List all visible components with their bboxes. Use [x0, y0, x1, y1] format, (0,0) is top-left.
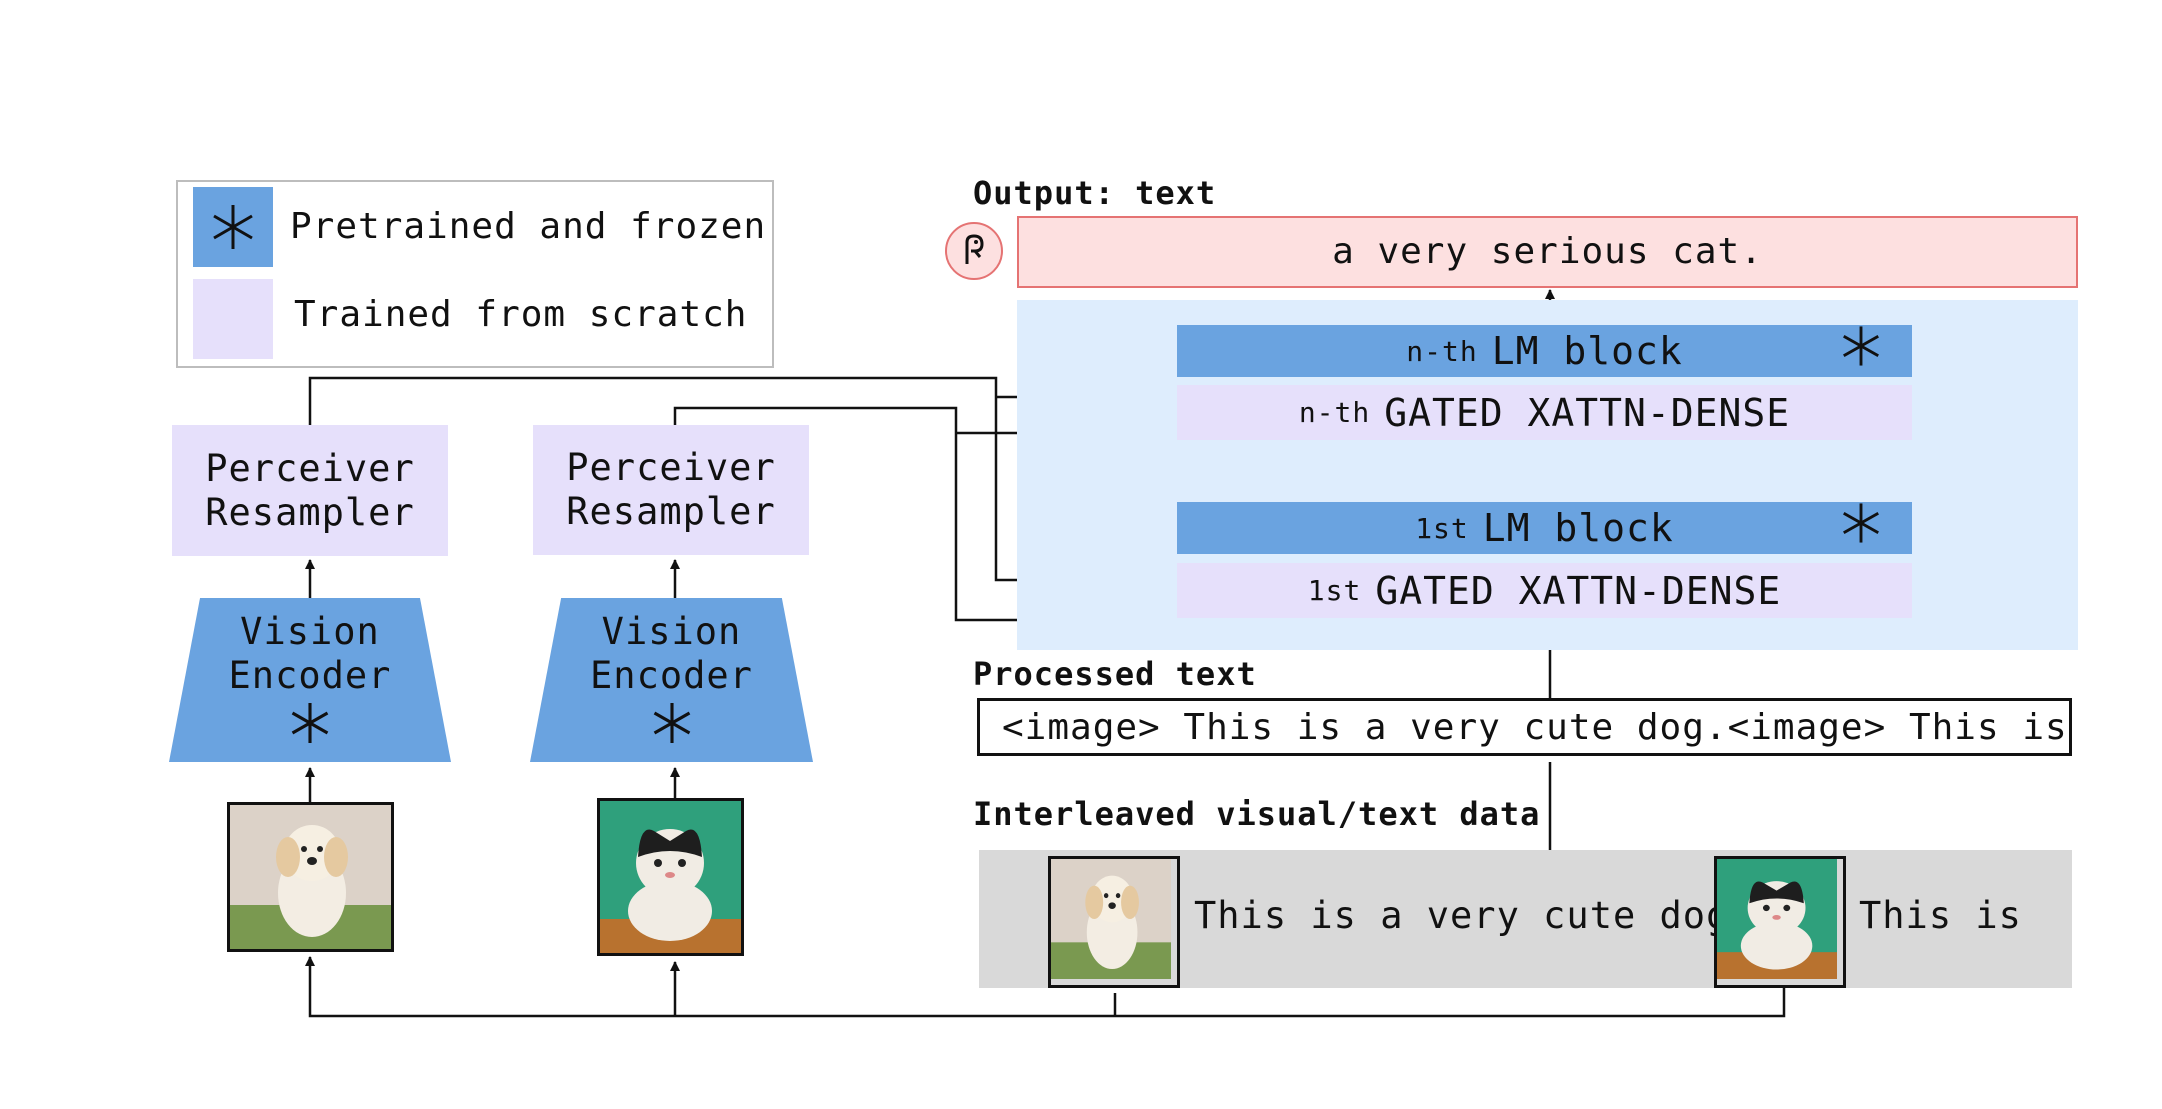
- legend: Pretrained and frozen Trained from scrat…: [176, 180, 774, 368]
- vision-encoder-1-label: Vision Encoder: [228, 610, 392, 697]
- cat-photo: [1714, 856, 1846, 988]
- first-xattn-block: 1st GATED XATTN-DENSE: [1177, 563, 1912, 618]
- processed-text-box: <image> This is a very cute dog.<image> …: [977, 698, 2072, 756]
- first-lm-block: 1st LM block: [1177, 502, 1912, 554]
- snowflake-icon: [213, 205, 253, 249]
- cat-photo: [597, 798, 744, 956]
- perceiver-resampler-1: Perceiver Resampler: [172, 425, 448, 556]
- legend-label-frozen: Pretrained and frozen: [290, 206, 767, 247]
- dog-photo: [227, 802, 394, 952]
- legend-swatch-scratch: [193, 279, 273, 359]
- nth-xattn-prefix: n-th: [1298, 396, 1371, 429]
- snowflake-icon: [1838, 500, 1884, 557]
- processed-heading: Processed text: [973, 655, 1257, 693]
- nth-xattn-label: GATED XATTN-DENSE: [1384, 390, 1791, 435]
- legend-swatch-frozen: [193, 187, 273, 267]
- output-text-box: a very serious cat.: [1017, 216, 2078, 288]
- vision-encoder-1: Vision Encoder: [169, 598, 451, 762]
- snowflake-icon: [530, 698, 813, 759]
- nth-lm-prefix: n-th: [1406, 334, 1478, 368]
- snowflake-icon: [1838, 323, 1884, 380]
- legend-label-scratch: Trained from scratch: [294, 294, 748, 335]
- nth-xattn-block: n-th GATED XATTN-DENSE: [1177, 385, 1912, 440]
- interleaved-text-1: This is a very cute dog.: [1194, 894, 1753, 937]
- first-xattn-label: GATED XATTN-DENSE: [1375, 568, 1782, 613]
- dog-photo: [1048, 856, 1180, 988]
- vision-encoder-2: Vision Encoder: [530, 598, 813, 762]
- nth-lm-label: LM block: [1491, 329, 1683, 373]
- first-lm-prefix: 1st: [1415, 511, 1469, 545]
- vision-encoder-2-label: Vision Encoder: [590, 610, 753, 697]
- output-heading: Output: text: [973, 174, 1217, 212]
- flamingo-logo-icon: [945, 222, 1003, 280]
- nth-lm-block: n-th LM block: [1177, 325, 1912, 377]
- interleaved-panel: This is a very cute dog. This is: [979, 850, 2072, 988]
- first-xattn-prefix: 1st: [1307, 574, 1362, 607]
- interleaved-text-2: This is: [1859, 894, 2022, 937]
- snowflake-icon: [169, 698, 451, 759]
- first-lm-label: LM block: [1482, 506, 1674, 550]
- perceiver-resampler-2: Perceiver Resampler: [533, 425, 809, 555]
- interleaved-heading: Interleaved visual/text data: [973, 795, 1541, 833]
